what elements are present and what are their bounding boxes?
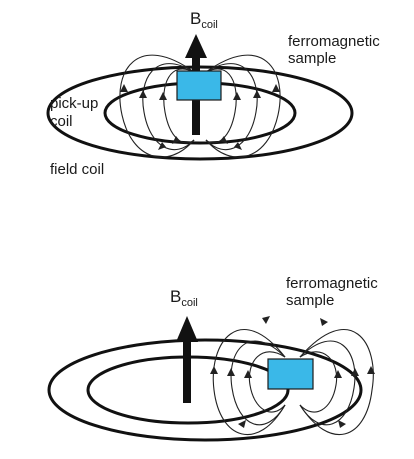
- panel-top: Bcoil ferromagnetic sample pick-up coil …: [46, 9, 380, 178]
- field-label-sub-top: coil: [201, 19, 218, 31]
- field-arrow-bottom: [176, 316, 198, 403]
- field-coil-bottom: [47, 338, 363, 442]
- ferromagnetic-sample-bottom: [267, 358, 314, 390]
- panel-bottom: Bcoil ferromagnetic sample: [47, 275, 378, 442]
- svg-text:Bcoil: Bcoil: [170, 287, 198, 309]
- field-label-main-bottom: B: [170, 287, 181, 306]
- svg-text:Bcoil: Bcoil: [190, 9, 218, 31]
- field-label-main-top: B: [190, 9, 201, 28]
- sample-label-line2-bottom: sample: [286, 292, 334, 309]
- field-label-sub-bottom: coil: [181, 297, 198, 309]
- field-line-arrows-bottom: [210, 316, 375, 428]
- field-coil-label-top: field coil: [50, 161, 104, 178]
- pickup-label-line1-top: pick-up: [50, 95, 98, 112]
- field-lines-top: [119, 54, 281, 158]
- sample-label-line2-top: sample: [288, 50, 336, 67]
- field-lines-bottom: [212, 329, 374, 435]
- pickup-label-line2-top: coil: [50, 113, 73, 130]
- ferromagnetic-sample-top: [176, 70, 222, 101]
- sample-label-line1-bottom: ferromagnetic: [286, 275, 378, 292]
- field-line-arrows-top: [120, 84, 280, 150]
- sample-label-line1-top: ferromagnetic: [288, 33, 380, 50]
